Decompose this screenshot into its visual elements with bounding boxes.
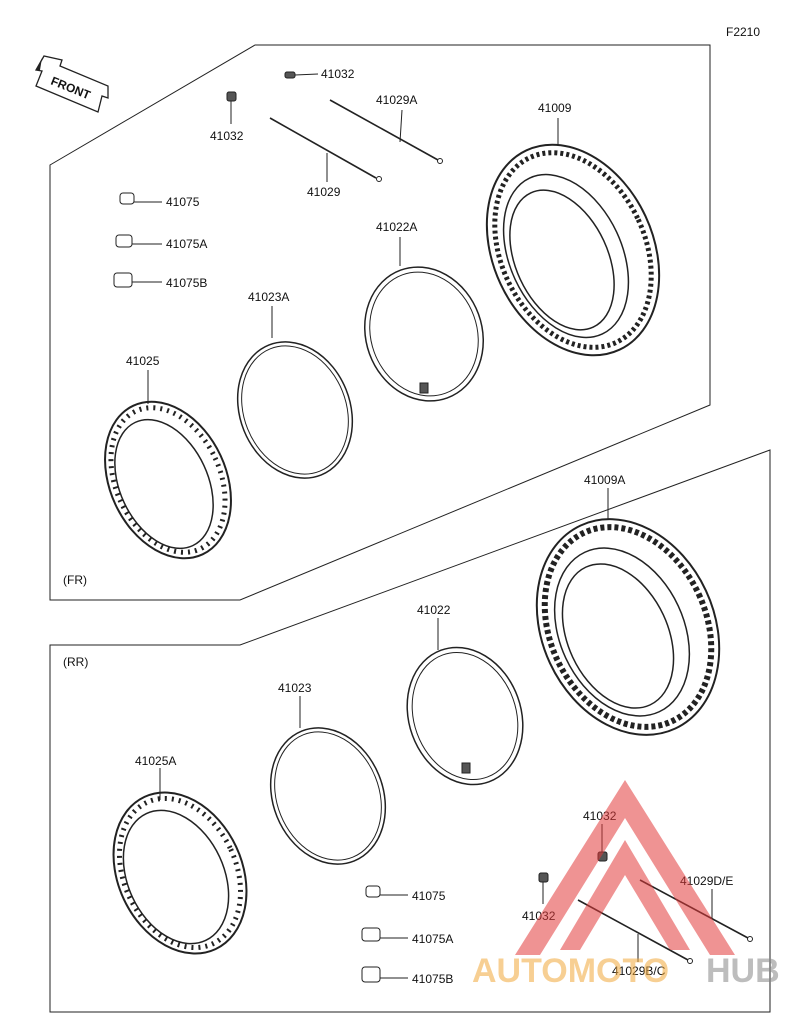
watermark-text-hub: HUB bbox=[706, 952, 780, 990]
label-fr-41075: 41075 bbox=[166, 195, 200, 209]
label-rr-41075B: 41075B bbox=[412, 972, 453, 986]
label-rr-41075: 41075 bbox=[412, 889, 446, 903]
watermark-text-automoto: AUTOMOTO bbox=[472, 952, 669, 990]
label-fr-41029A: 41029A bbox=[376, 93, 417, 107]
front-tire-41009 bbox=[485, 118, 661, 357]
rim-41025A bbox=[112, 768, 248, 955]
rim-band-41023A bbox=[236, 306, 354, 479]
nipple-41032-rear-bottom bbox=[538, 872, 549, 904]
label-rr-41075A: 41075A bbox=[412, 932, 453, 946]
label-fr-41022A: 41022A bbox=[376, 220, 417, 234]
figure-code: F2210 bbox=[726, 25, 760, 39]
label-fr-41023A: 41023A bbox=[248, 290, 289, 304]
rim-band-41023 bbox=[269, 696, 387, 865]
automotohub-watermark-logo: AUTOMOTO HUB bbox=[472, 780, 780, 990]
label-fr-41075B: 41075B bbox=[166, 276, 207, 290]
front-section-label: (FR) bbox=[63, 573, 87, 587]
label-fr-41025: 41025 bbox=[126, 354, 160, 368]
balance-weight-41075B-front bbox=[113, 272, 162, 288]
label-rr-41029BC: 41029B/C bbox=[612, 964, 666, 978]
label-rr-41029DE: 41029D/E bbox=[680, 874, 733, 888]
label-fr-41032-top: 41032 bbox=[321, 67, 355, 81]
front-arrow-icon: FRONT bbox=[34, 55, 109, 113]
spoke-41029A bbox=[329, 99, 443, 164]
label-fr-41029: 41029 bbox=[307, 185, 341, 199]
rim-41025 bbox=[104, 370, 232, 560]
label-rr-41009A: 41009A bbox=[584, 473, 625, 487]
label-rr-41025A: 41025A bbox=[135, 754, 176, 768]
label-rr-41022: 41022 bbox=[417, 603, 451, 617]
label-fr-41032-left: 41032 bbox=[210, 129, 244, 143]
balance-weight-41075B-rear bbox=[361, 966, 408, 983]
front-section-frame bbox=[49, 44, 711, 601]
label-rr-41023: 41023 bbox=[278, 681, 312, 695]
rear-section-label: (RR) bbox=[63, 655, 88, 669]
balance-weight-41075A-front bbox=[115, 234, 162, 248]
inner-tube-41022 bbox=[406, 618, 524, 786]
label-fr-41075A: 41075A bbox=[166, 237, 207, 251]
inner-tube-41022A bbox=[363, 237, 485, 402]
nipple-41032-top bbox=[284, 71, 319, 79]
rear-section-frame bbox=[49, 449, 771, 1013]
spoke-41029 bbox=[269, 117, 382, 182]
nipple-41032-left bbox=[226, 91, 237, 124]
rear-tire-41009A bbox=[535, 488, 721, 736]
label-fr-41009: 41009 bbox=[538, 101, 572, 115]
balance-weight-41075A-rear bbox=[361, 927, 408, 942]
balance-weight-41075-rear bbox=[365, 885, 408, 898]
balance-weight-41075-front bbox=[119, 192, 162, 205]
